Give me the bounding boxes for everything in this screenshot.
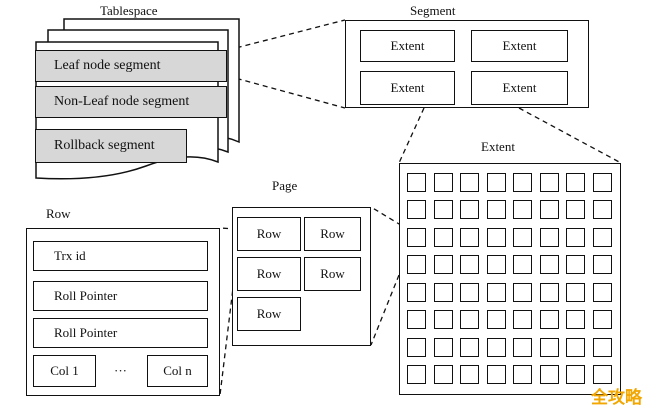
extent-page-cell [486,255,506,275]
extent-page-cell [486,337,506,357]
segment-title: Segment [410,3,456,18]
page-row: Row [304,257,361,291]
extent-title: Extent [481,139,515,154]
extent-page-cell [433,337,453,357]
extent-page-cell [592,200,612,220]
extent-page-cell [407,282,427,302]
row-title: Row [46,206,71,221]
extent-page-cell [592,337,612,357]
extent-page-cell [486,227,506,247]
row-field-trx-id: Trx id [33,241,208,271]
extent-page-cell [433,310,453,330]
page-row: Row [237,297,301,331]
extent-page-grid [399,163,621,395]
connector-page-to-row-bottom [219,254,238,396]
extent-page-cell [486,310,506,330]
rollback-segment: Rollback segment [35,129,187,163]
extent-page-cell [433,282,453,302]
extent-page-cell [566,172,586,192]
extent-page-cell [592,227,612,247]
row-field-roll-pointer: Roll Pointer [33,281,208,311]
page-title: Page [272,178,298,193]
extent-page-cell [592,172,612,192]
connector-extent-to-page-bottom [370,249,410,346]
row-field-roll-pointer: Roll Pointer [33,318,208,348]
extent-page-cell [592,365,612,385]
extent-page-cell [539,282,559,302]
page-row: Row [237,257,301,291]
row-col-first: Col 1 [33,355,96,387]
extent-page-cell [460,200,480,220]
extent-page-cell [460,310,480,330]
extent-page-cell [539,365,559,385]
extent-page-cell [539,310,559,330]
extent-page-cell [407,255,427,275]
extent-page-cell [433,255,453,275]
extent-page-cell [539,227,559,247]
extent-page-cell [592,310,612,330]
extent-page-cell [486,200,506,220]
extent-page-cell [513,200,533,220]
extent-page-cell [460,227,480,247]
extent-page-cell [566,310,586,330]
extent-page-cell [513,365,533,385]
extent-page-cell [407,227,427,247]
extent-page-cell [407,200,427,220]
extent-page-cell [486,282,506,302]
extent-page-cell [539,255,559,275]
extent-page-cell [513,172,533,192]
connector-segment-to-extent-top [398,107,425,164]
extent-page-cell [460,365,480,385]
non-leaf-node-segment: Non-Leaf node segment [35,86,227,118]
extent-page-cell [513,282,533,302]
extent-page-cell [407,172,427,192]
extent-page-cell [566,200,586,220]
extent-page-cell [539,172,559,192]
extent-page-cell [433,365,453,385]
row-col-last: Col n [147,355,208,387]
extent-page-cell [539,337,559,357]
extent-page-cell [433,227,453,247]
extent-page-cell [486,172,506,192]
segment-extent: Extent [360,30,455,62]
extent-page-cell [539,200,559,220]
page-row: Row [304,217,361,251]
tablespace-title: Tablespace [100,3,158,18]
extent-page-cell [566,255,586,275]
extent-page-cell [513,255,533,275]
extent-page-cell [566,282,586,302]
extent-page-cell [460,282,480,302]
watermark-logo: 全攻略 [591,388,642,408]
extent-page-cell [407,310,427,330]
extent-page-cell [592,282,612,302]
extent-page-cell [592,255,612,275]
extent-page-cell [513,310,533,330]
connector-extent-to-page-top [370,206,410,231]
extent-page-cell [433,200,453,220]
extent-page-cell [566,365,586,385]
leaf-node-segment: Leaf node segment [35,50,227,82]
extent-page-cell [460,337,480,357]
extent-page-cell [513,227,533,247]
extent-page-cell [486,365,506,385]
segment-extent: Extent [360,71,455,105]
extent-page-cell [460,172,480,192]
connector-leaf-to-segment-bottom [227,75,346,109]
extent-page-cell [513,337,533,357]
row-col-ellipsis: ··· [114,363,127,378]
extent-page-cell [460,255,480,275]
extent-page-cell [407,337,427,357]
extent-page-cell [566,227,586,247]
connector-leaf-to-segment-top [227,19,346,51]
segment-extent: Extent [471,30,568,62]
extent-page-cell [566,337,586,357]
page-row: Row [237,217,301,251]
segment-extent: Extent [471,71,568,105]
extent-page-cell [407,365,427,385]
connector-segment-to-extent-bottom [518,107,622,164]
extent-page-cell [433,172,453,192]
